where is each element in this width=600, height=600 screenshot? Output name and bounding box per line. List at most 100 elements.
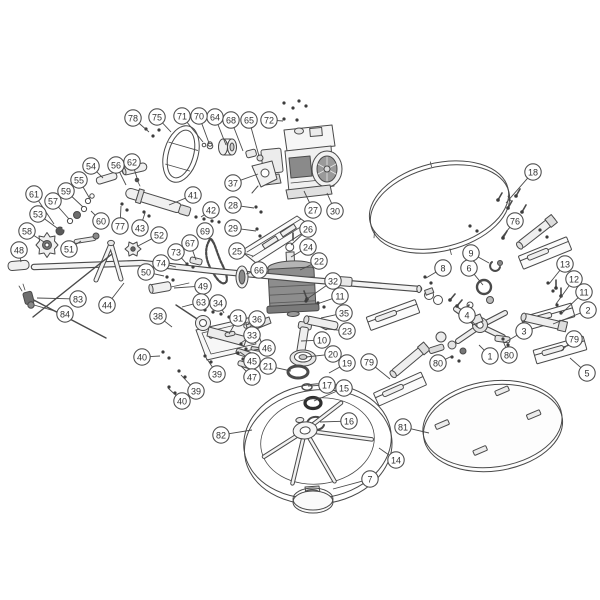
leader-line-33 xyxy=(240,339,246,344)
balloon-29 xyxy=(224,219,242,237)
balloon-number-5: 5 xyxy=(584,369,589,379)
balloon-number-39: 39 xyxy=(191,387,201,397)
balloon-number-8: 8 xyxy=(440,264,445,274)
leader-line-14 xyxy=(378,447,390,456)
balloon-number-59: 59 xyxy=(61,187,71,197)
balloon-69 xyxy=(196,222,214,240)
balloon-number-81: 81 xyxy=(398,423,408,433)
balloon-number-18: 18 xyxy=(528,168,538,178)
balloon-7 xyxy=(361,470,379,488)
balloon-number-23: 23 xyxy=(342,327,352,337)
balloon-5 xyxy=(578,364,596,382)
leader-line-50 xyxy=(153,273,165,277)
leader-line-51 xyxy=(75,240,82,245)
balloon-57 xyxy=(44,192,62,210)
balloon-number-15: 15 xyxy=(339,384,349,394)
leader-line-82 xyxy=(229,429,253,435)
leader-line-25 xyxy=(244,253,254,257)
balloon-number-54: 54 xyxy=(86,162,96,172)
balloon-23 xyxy=(338,322,356,340)
balloon-60 xyxy=(92,212,110,230)
balloon-number-53: 53 xyxy=(33,210,43,220)
balloon-50 xyxy=(137,263,155,281)
balloon-54 xyxy=(82,157,100,175)
balloon-8 xyxy=(434,259,452,277)
engine-mount-frame xyxy=(240,215,313,264)
balloon-12 xyxy=(565,270,583,288)
balloon-number-11: 11 xyxy=(335,292,344,302)
balloon-number-58: 58 xyxy=(22,227,32,237)
balloon-number-79: 79 xyxy=(569,335,579,345)
balloon-40 xyxy=(173,392,191,410)
balloon-number-11: 11 xyxy=(579,288,588,298)
balloon-61 xyxy=(25,185,43,203)
balloon-74 xyxy=(152,254,170,272)
leader-line-18 xyxy=(505,177,528,204)
balloon-77 xyxy=(111,217,129,235)
balloon-number-55: 55 xyxy=(74,176,84,186)
leader-line-42 xyxy=(200,214,205,218)
balloon-3 xyxy=(515,322,533,340)
balloon-31 xyxy=(229,309,247,327)
balloon-46 xyxy=(258,339,276,357)
balloon-number-40: 40 xyxy=(177,397,187,407)
balloon-number-43: 43 xyxy=(135,224,145,234)
balloon-number-66: 66 xyxy=(254,266,264,276)
handle-tube-piece xyxy=(95,172,118,185)
balloon-number-20: 20 xyxy=(328,350,338,360)
leader-line-74 xyxy=(168,264,177,268)
balloon-32 xyxy=(324,272,342,290)
balloon-number-31: 31 xyxy=(233,314,243,324)
leader-line-77 xyxy=(119,205,122,218)
leader-line-11 xyxy=(560,297,579,315)
balloon-number-24: 24 xyxy=(303,243,313,253)
leader-line-55 xyxy=(82,186,91,200)
balloon-number-46: 46 xyxy=(262,344,272,354)
leader-line-24 xyxy=(290,250,302,258)
balloon-65 xyxy=(240,111,258,129)
balloon-number-47: 47 xyxy=(247,373,257,383)
leader-line-62 xyxy=(134,169,138,179)
leader-line-27 xyxy=(303,190,310,203)
balloon-number-6: 6 xyxy=(466,264,471,274)
balloon-number-1: 1 xyxy=(487,352,492,362)
leader-line-10 xyxy=(300,339,314,342)
balloon-25 xyxy=(228,242,246,260)
balloon-number-71: 71 xyxy=(177,112,187,122)
leader-line-76 xyxy=(501,227,511,238)
balloon-78 xyxy=(124,109,142,127)
leader-line-83 xyxy=(36,297,70,300)
balloon-number-82: 82 xyxy=(216,431,226,441)
leader-line-44 xyxy=(111,282,125,299)
balloon-number-72: 72 xyxy=(264,116,274,126)
balloon-number-34: 34 xyxy=(213,299,223,309)
leader-line-46 xyxy=(253,348,259,351)
balloon-number-7: 7 xyxy=(367,475,372,485)
leader-line-53 xyxy=(44,218,58,229)
o-ring xyxy=(475,278,493,296)
stabilizer-ring xyxy=(368,160,512,256)
leader-line-35 xyxy=(320,314,337,319)
leader-line-56 xyxy=(119,172,127,186)
clamp xyxy=(489,261,501,272)
leader-line-1 xyxy=(478,344,485,351)
balloon-16 xyxy=(340,412,358,430)
balloon-number-22: 22 xyxy=(314,257,324,267)
balloon-number-64: 64 xyxy=(210,113,220,123)
balloon-14 xyxy=(387,451,405,469)
balloon-number-26: 26 xyxy=(303,225,313,235)
balloon-number-35: 35 xyxy=(339,309,349,319)
balloon-15 xyxy=(335,379,353,397)
leader-line-32 xyxy=(306,285,327,300)
balloon-number-49: 49 xyxy=(198,282,208,292)
leader-line-41 xyxy=(168,197,186,206)
leader-line-71 xyxy=(186,122,204,143)
leader-line-11 xyxy=(316,298,333,305)
leader-line-40 xyxy=(150,355,161,357)
balloon-number-36: 36 xyxy=(252,315,262,325)
leader-line-2 xyxy=(552,312,581,325)
balloon-number-69: 69 xyxy=(200,227,210,237)
balloon-63 xyxy=(192,293,210,311)
